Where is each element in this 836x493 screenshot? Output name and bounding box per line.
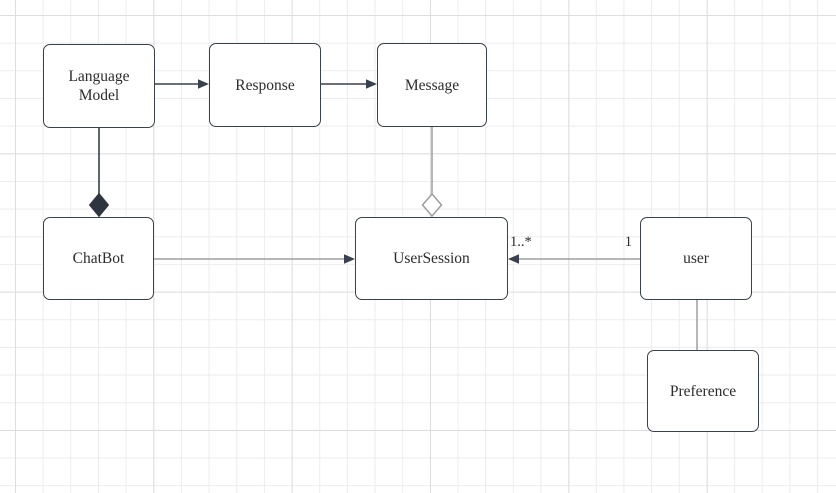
node-chatbot[interactable]: ChatBot <box>43 217 154 300</box>
multiplicity-label-user: 1 <box>624 234 632 250</box>
edge-message-usersession-aggregation[interactable] <box>421 127 443 218</box>
node-message[interactable]: Message <box>377 43 487 127</box>
node-label: ChatBot <box>72 250 125 267</box>
node-label: UserSession <box>393 250 470 267</box>
arrowhead-icon <box>198 79 209 89</box>
edge-user-usersession[interactable] <box>508 254 640 264</box>
arrowhead-icon <box>366 79 377 89</box>
aggregation-diamond-icon <box>421 192 443 218</box>
arrowhead-icon <box>508 254 519 264</box>
node-label: user <box>683 250 709 267</box>
edge-response-message[interactable] <box>321 79 377 89</box>
node-user[interactable]: user <box>640 217 752 300</box>
node-label: Message <box>404 76 460 94</box>
edge-chatbot-usersession[interactable] <box>154 254 355 264</box>
arrowhead-icon <box>344 254 355 264</box>
node-response[interactable]: Response <box>209 43 321 127</box>
node-label: Response <box>235 76 295 94</box>
node-preference[interactable]: Preference <box>647 350 759 432</box>
edge-languagemodel-chatbot-composition[interactable] <box>88 128 110 218</box>
multiplicity-label-usersession: 1..* <box>510 234 532 250</box>
node-label: Language Model <box>68 68 130 104</box>
node-language-model[interactable]: Language Model <box>43 44 155 128</box>
composition-diamond-icon <box>88 192 110 218</box>
edge-languagemodel-response[interactable] <box>155 79 209 89</box>
node-usersession[interactable]: UserSession <box>355 217 508 300</box>
node-label: Preference <box>669 382 737 400</box>
